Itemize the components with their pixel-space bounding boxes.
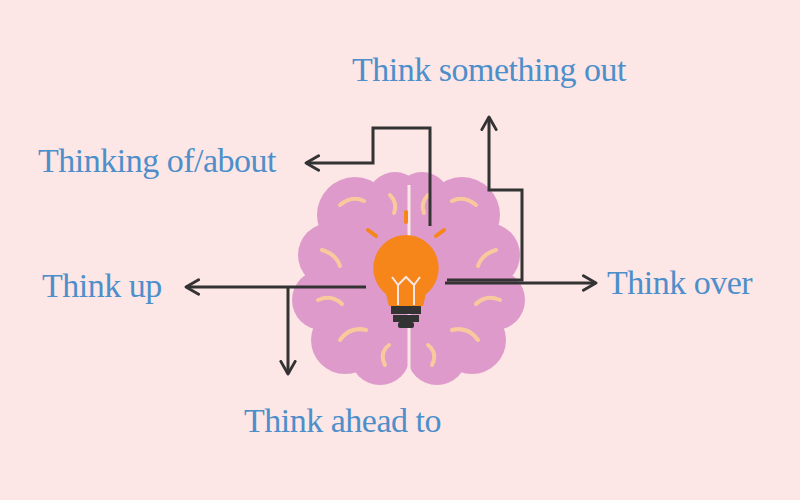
phrase-label: Think up [42,266,162,306]
phrase-label: Think something out [352,50,626,90]
phrase-label: Thinking of/about [38,141,276,181]
phrase-label: Think over [607,263,752,303]
lightbulb [368,212,444,328]
phrase-label: Think ahead to [244,401,441,441]
